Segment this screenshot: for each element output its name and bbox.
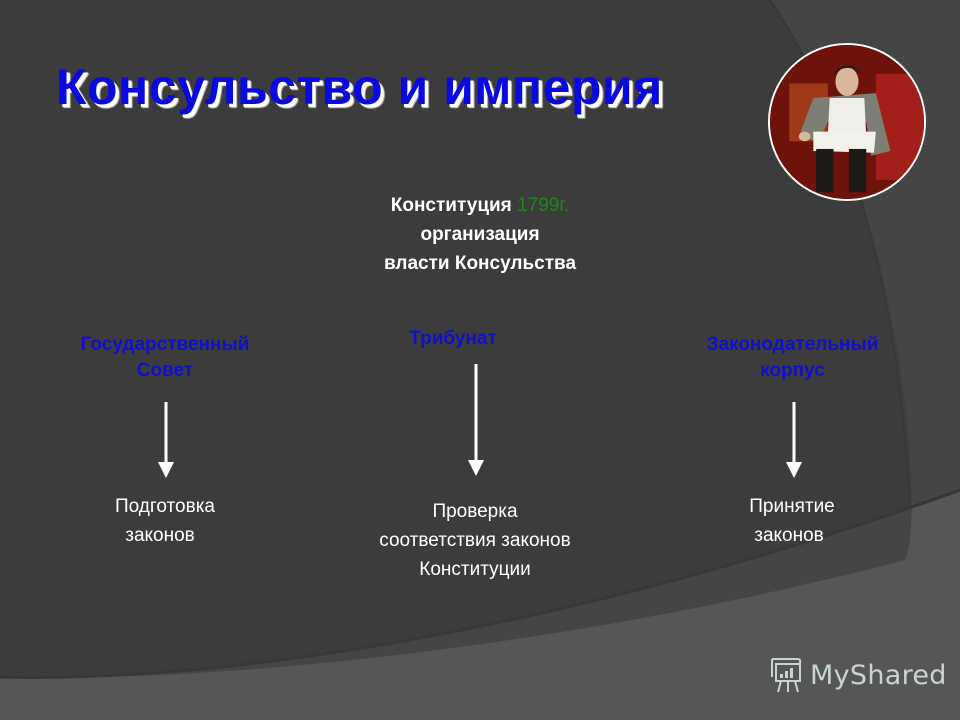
tribunate-desc-line-1: Проверка xyxy=(432,501,518,522)
legislative-corps-desc-line-2: законов xyxy=(754,525,824,546)
tribunate-line-1: Трибунат xyxy=(409,328,497,349)
legislative-corps-desc: Принятие законов xyxy=(722,492,862,550)
legislative-corps-line-2: корпус xyxy=(760,360,825,381)
myshared-watermark[interactable]: MyShared xyxy=(768,655,947,695)
state-council-line-2: Совет xyxy=(136,360,194,381)
constitution-line-1: Конституция 1799г. xyxy=(330,191,630,220)
legislative-corps-desc-line-1: Принятие xyxy=(749,496,835,517)
napoleon-portrait-image xyxy=(768,43,926,201)
legislative-corps-label: Законодательный корпус xyxy=(675,332,910,384)
portrait-icon xyxy=(770,45,924,199)
arrow-down-icon xyxy=(786,402,802,478)
watermark-text: MyShared xyxy=(810,659,947,691)
state-council-desc-line-1: Подготовка xyxy=(114,496,215,517)
state-council-desc: Подготовка законов xyxy=(80,492,250,550)
constitution-line-2: организация xyxy=(420,224,540,245)
presentation-board-icon xyxy=(771,658,802,693)
constitution-year: 1799г. xyxy=(517,195,570,216)
state-council-label: Государственный Совет xyxy=(50,332,280,384)
constitution-label: Конституция xyxy=(390,195,512,216)
legislative-corps-line-1: Законодательный xyxy=(706,334,879,355)
state-council-desc-line-2: законов xyxy=(125,525,195,546)
tribunate-desc: Проверка соответствия законов Конституци… xyxy=(335,497,615,584)
tribunate-desc-line-2: соответствия законов xyxy=(379,530,571,551)
tribunate-desc-line-3: Конституции xyxy=(419,559,531,580)
tribunate-label: Трибунат xyxy=(368,326,538,352)
state-council-line-1: Государственный xyxy=(80,334,250,355)
constitution-line-3: власти Консульства xyxy=(383,253,577,274)
slide-title: Консульство и империя xyxy=(56,59,663,115)
constitution-block: Конституция 1799г. организация власти Ко… xyxy=(330,191,630,278)
arrow-down-icon xyxy=(158,402,174,478)
arrow-down-icon xyxy=(468,364,484,476)
